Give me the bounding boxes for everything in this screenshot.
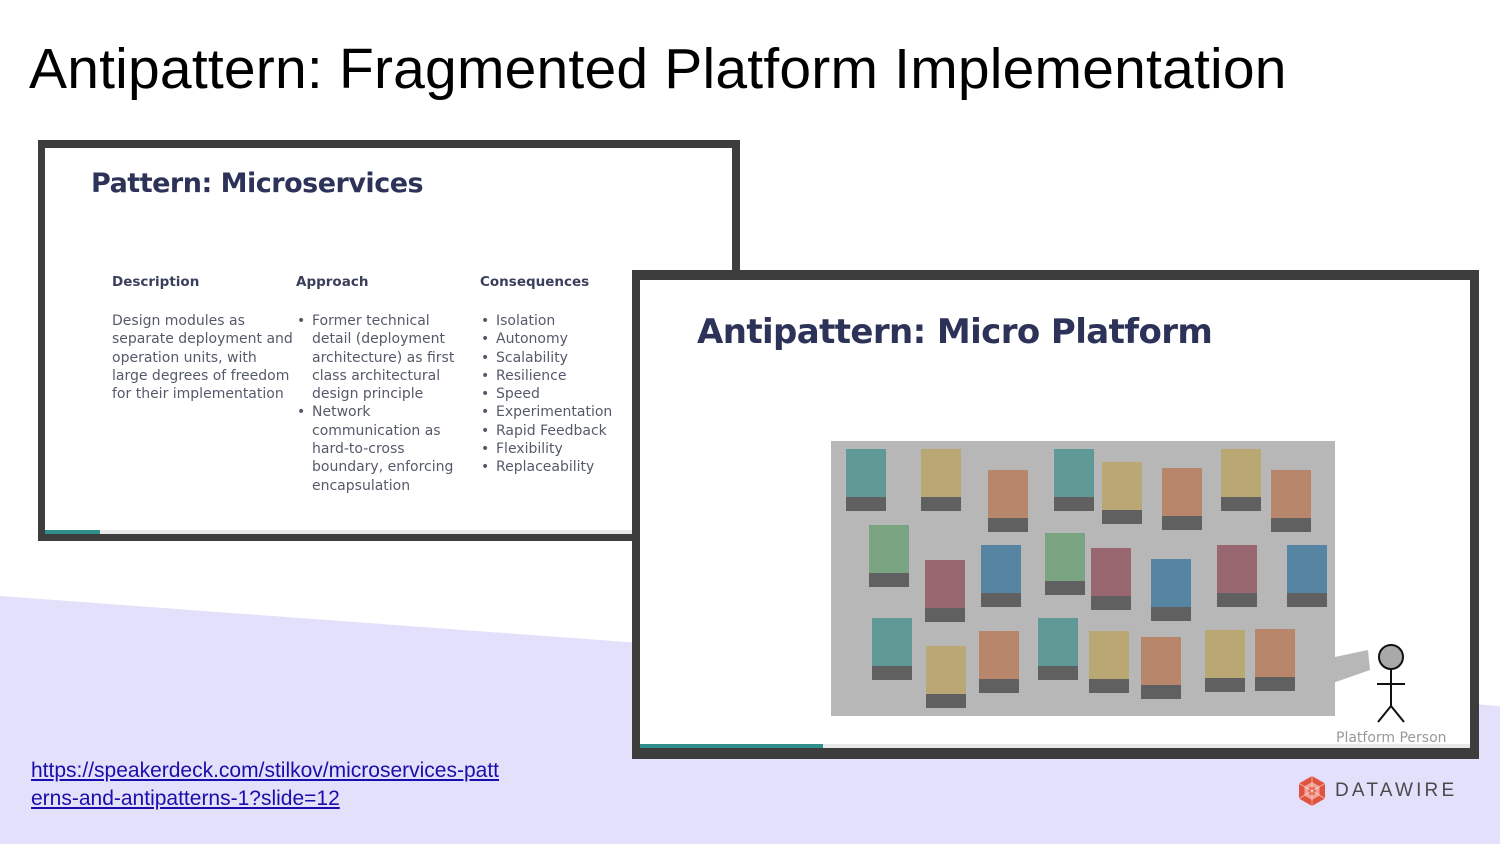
approach-column: Approach Former technical detail (deploy… bbox=[296, 274, 461, 495]
speech-callout bbox=[1330, 650, 1370, 684]
service-block bbox=[988, 470, 1028, 532]
service-block bbox=[1162, 468, 1202, 530]
consequence-item: Autonomy bbox=[480, 330, 680, 349]
service-block bbox=[1255, 629, 1295, 691]
consequences-list: Isolation Autonomy Scalability Resilienc… bbox=[480, 312, 680, 477]
platform-person-label: Platform Person bbox=[1336, 730, 1447, 746]
micro-platform-antipattern-screenshot: Antipattern: Micro Platform bbox=[632, 270, 1479, 759]
consequence-item: Flexibility bbox=[480, 440, 680, 459]
consequence-item: Rapid Feedback bbox=[480, 422, 680, 441]
micro-platform-slide-title: Antipattern: Micro Platform bbox=[697, 312, 1213, 352]
service-block bbox=[1045, 533, 1085, 595]
consequence-item: Replaceability bbox=[480, 458, 680, 477]
consequence-item: Isolation bbox=[480, 312, 680, 331]
service-block bbox=[1089, 631, 1129, 693]
consequence-item: Experimentation bbox=[480, 403, 680, 422]
slide-progress-bar bbox=[640, 744, 1470, 748]
brand-logo: DATAWIRE bbox=[1297, 775, 1457, 807]
consequences-column: Consequences Isolation Autonomy Scalabil… bbox=[480, 274, 680, 477]
micro-platform-slide-content: Antipattern: Micro Platform bbox=[640, 280, 1470, 748]
description-column: Description Design modules as separate d… bbox=[112, 274, 294, 403]
service-block bbox=[979, 631, 1019, 693]
description-heading: Description bbox=[112, 274, 200, 290]
consequence-item: Speed bbox=[480, 385, 680, 404]
service-block bbox=[921, 449, 961, 511]
description-text: Design modules as separate deployment an… bbox=[112, 313, 293, 403]
brand-name: DATAWIRE bbox=[1335, 780, 1458, 801]
microservices-slide-content: Pattern: Microservices Description Desig… bbox=[45, 148, 732, 534]
source-link[interactable]: https://speakerdeck.com/stilkov/microser… bbox=[31, 759, 499, 810]
consequence-item: Resilience bbox=[480, 367, 680, 386]
service-block bbox=[1287, 545, 1327, 607]
slide-progress-bar bbox=[45, 530, 732, 534]
approach-item: Network communication as hard-to-cross b… bbox=[296, 403, 461, 494]
consequences-heading: Consequences bbox=[480, 274, 590, 290]
service-block bbox=[1151, 559, 1191, 621]
service-block bbox=[981, 545, 1021, 607]
microservices-pattern-screenshot: Pattern: Microservices Description Desig… bbox=[38, 140, 740, 541]
service-block bbox=[1217, 545, 1257, 607]
slide-progress-fill bbox=[45, 530, 100, 534]
service-block bbox=[1221, 449, 1261, 511]
service-block bbox=[1054, 449, 1094, 511]
platform-diagram bbox=[831, 441, 1335, 716]
service-block bbox=[1091, 548, 1131, 610]
datawire-hexagon-logo-icon bbox=[1298, 776, 1326, 806]
service-block bbox=[1102, 462, 1142, 524]
service-block bbox=[1205, 630, 1245, 692]
service-block bbox=[1038, 618, 1078, 680]
approach-heading: Approach bbox=[296, 274, 369, 290]
service-block bbox=[926, 646, 966, 708]
service-block bbox=[1271, 470, 1311, 532]
service-block bbox=[1141, 637, 1181, 699]
consequence-item: Scalability bbox=[480, 349, 680, 368]
slide-progress-fill bbox=[640, 744, 823, 748]
stick-figure-icon bbox=[1377, 644, 1405, 723]
approach-item: Former technical detail (deployment arch… bbox=[296, 312, 461, 403]
slide-title: Antipattern: Fragmented Platform Impleme… bbox=[29, 37, 1287, 101]
service-block bbox=[925, 560, 965, 622]
microservices-slide-title: Pattern: Microservices bbox=[91, 168, 424, 199]
approach-list: Former technical detail (deployment arch… bbox=[296, 312, 461, 495]
service-block bbox=[846, 449, 886, 511]
service-block bbox=[872, 618, 912, 680]
service-block bbox=[869, 525, 909, 587]
